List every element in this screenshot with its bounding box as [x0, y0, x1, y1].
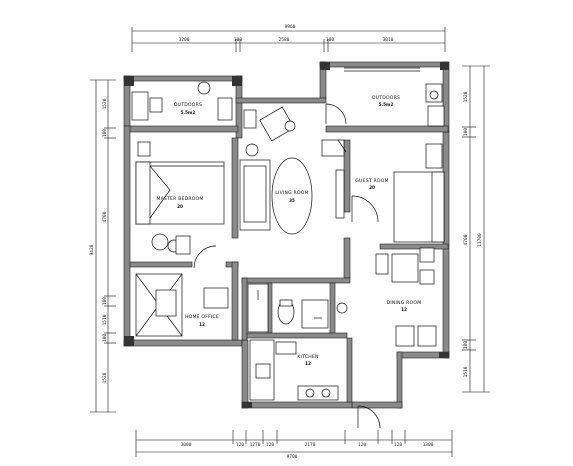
dim-left-total: 9420: [89, 244, 95, 255]
room-area-outdoors-left: 5.5m2: [181, 110, 196, 115]
home-office-furniture: [135, 245, 229, 337]
dim-bottom-total: 9700: [287, 454, 298, 460]
master-bed: [135, 141, 225, 255]
room-label-home-office: HOME OFFICE: [185, 314, 219, 320]
room-label-outdoors-right: OUTDOORS: [372, 95, 400, 101]
dim-right-total: 11700: [477, 233, 483, 247]
dim-bottom-seg-6: 120: [358, 442, 366, 448]
outdoor-left-furniture: [131, 81, 233, 121]
right-dimension-chain: 1520 100 4700 100 1510 11700: [462, 65, 490, 393]
living-furniture: [239, 139, 347, 235]
reading-chair: [243, 103, 347, 142]
dim-bottom-seg-7: 120: [394, 442, 402, 448]
room-area-home-office: 12: [199, 322, 205, 327]
dim-bottom-seg-4: 120: [266, 442, 274, 448]
room-label-dining-room: DINING ROOM: [387, 300, 422, 306]
bottom-dimension-chain: 3000 120 1270 120 2170 120 120 1300 9700: [135, 430, 453, 460]
dim-right-seg-2: 100: [463, 128, 469, 136]
dim-right-seg-1: 1520: [463, 91, 469, 102]
room-area-dining-room: 12: [401, 307, 407, 312]
dim-right-seg-5: 1510: [463, 366, 469, 377]
bathroom-fixtures: [247, 283, 348, 333]
dining-table: [375, 247, 437, 347]
room-labels: OUTDOORS 5.5m2 OUTDOORS 5.5m2 MASTER BED…: [156, 95, 421, 366]
dim-top-total: 9960: [285, 24, 296, 30]
dim-bottom-seg-5: 2170: [305, 442, 316, 448]
dim-left-seg-2: 100: [102, 129, 108, 137]
room-area-master-bedroom: 20: [177, 204, 183, 209]
dim-right-seg-4: 100: [463, 341, 469, 349]
dim-bottom-seg-2: 120: [236, 442, 244, 448]
left-dimension-chain: 9420 1520 100 4700 100 1510 100 1520: [89, 79, 116, 413]
dim-bottom-seg-3: 1270: [250, 442, 261, 448]
dim-left-seg-3: 4700: [102, 211, 108, 222]
dim-left-seg-1: 1520: [102, 98, 108, 109]
dim-left-seg-4: 100: [102, 297, 108, 305]
guest-bed: [351, 143, 445, 243]
dim-top-seg-5: 3010: [383, 37, 394, 43]
room-area-living-room: 35: [289, 198, 295, 203]
dim-top-seg-1: 3200: [179, 37, 190, 43]
dim-bottom-seg-8: 1300: [423, 442, 434, 448]
dim-left-seg-5: 1510: [102, 314, 108, 325]
dim-left-seg-6: 100: [102, 334, 108, 342]
structural-columns: [124, 62, 449, 408]
kitchen-fixtures: [249, 339, 339, 401]
room-area-outdoors-right: 5.5m2: [379, 102, 394, 107]
dim-top-seg-4: 100: [326, 37, 334, 43]
dim-right-seg-3: 4700: [463, 234, 469, 245]
dim-top-seg-2: 100: [234, 37, 242, 43]
room-label-outdoors-left: OUTDOORS: [174, 102, 202, 108]
outdoor-right-furniture: [344, 67, 445, 127]
entrance-door: [357, 405, 381, 429]
dim-top-seg-3: 2580: [279, 37, 290, 43]
room-label-master-bedroom: MASTER BEDROOM: [156, 196, 203, 202]
room-label-guest-room: GUEST ROOM: [355, 178, 388, 184]
room-area-kitchen: 12: [305, 361, 311, 366]
room-label-living-room: LIVING ROOM: [275, 190, 308, 196]
room-label-kitchen: KITCHEN: [297, 354, 318, 360]
dim-left-seg-7: 1520: [102, 372, 108, 383]
room-area-guest-room: 20: [369, 185, 375, 190]
dim-bottom-seg-1: 3000: [181, 442, 192, 448]
top-dimension-chain: 9960 3200 100 2580 100 3010: [131, 24, 446, 52]
